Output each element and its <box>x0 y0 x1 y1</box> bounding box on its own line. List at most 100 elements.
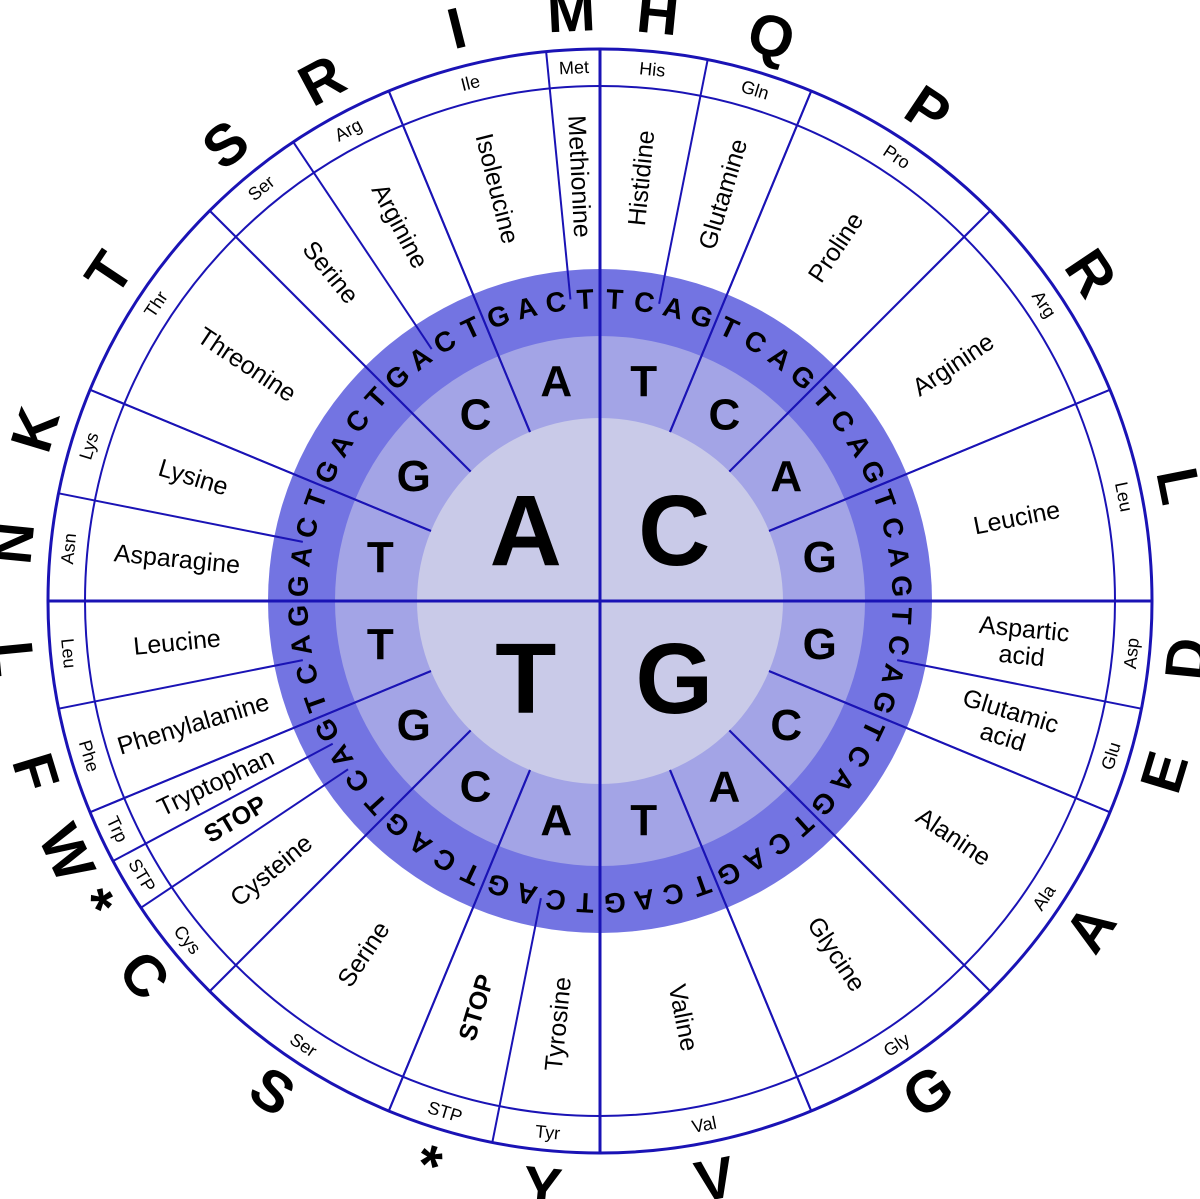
amino-acid-name-line: Leucine <box>971 496 1062 541</box>
second-base: G <box>397 701 431 750</box>
ring-dividers <box>48 49 1152 1153</box>
amino-acid-divider <box>112 742 334 862</box>
amino-acid-letter: Y <box>520 1154 565 1199</box>
second-base: A <box>770 452 802 501</box>
amino-acid-divider <box>292 141 433 350</box>
amino-acid-abbr: Ser <box>286 1029 320 1061</box>
second-base: A <box>709 763 741 812</box>
second-base: G <box>397 452 431 501</box>
amino-acid-divider <box>89 701 356 814</box>
amino-acid-name: Leucine <box>971 496 1062 541</box>
first-base-t: T <box>495 623 556 735</box>
amino-acid-name-line: Isoleucine <box>470 131 524 247</box>
amino-acid-letter: E <box>1128 744 1200 800</box>
amino-acid-name-line: Arginine <box>907 328 999 402</box>
amino-acid-abbr: Glu <box>1097 740 1124 773</box>
amino-acid-name-line: Lysine <box>155 454 231 502</box>
amino-acid-name: Methionine <box>562 115 596 239</box>
amino-acid-letter: V <box>690 1144 741 1199</box>
second-base: T <box>367 620 394 669</box>
third-base: G <box>603 887 626 919</box>
amino-acid-divider <box>491 897 542 1143</box>
amino-acid-divider <box>387 845 500 1112</box>
amino-acid-abbr: His <box>638 58 666 80</box>
amino-acid-name-line: Leucine <box>132 624 222 660</box>
second-base: C <box>770 701 802 750</box>
amino-acid-divider <box>786 787 992 993</box>
amino-acid-name: Isoleucine <box>470 131 524 247</box>
amino-acid-name: Glutamine <box>693 136 753 253</box>
amino-acid-letter: R <box>288 42 356 119</box>
amino-acid-name-line: Arginine <box>366 179 434 273</box>
amino-acid-name-line: Glycine <box>801 912 871 997</box>
amino-acid-letter: L <box>1143 462 1200 509</box>
amino-acid-abbr: Gln <box>739 76 772 103</box>
amino-acid-divider <box>58 659 304 710</box>
amino-acid-letter: * <box>408 1131 449 1199</box>
amino-acid-abbr: Pro <box>879 141 913 173</box>
amino-acid-abbr: Ile <box>459 71 482 95</box>
second-base: C <box>709 390 741 439</box>
second-base: G <box>803 533 837 582</box>
amino-acid-divider <box>844 388 1111 501</box>
amino-acid-name-line: Serine <box>332 917 395 993</box>
second-base: C <box>460 763 492 812</box>
amino-acid-divider <box>700 90 813 357</box>
third-base: C <box>632 285 657 319</box>
amino-acid-letter: H <box>634 0 682 48</box>
third-base: T <box>576 283 595 315</box>
amino-acid-letter: T <box>73 240 147 306</box>
first-base-a: A <box>490 475 562 587</box>
amino-acid-abbr: Lys <box>75 430 102 462</box>
amino-acid-abbr: Trp <box>103 813 132 845</box>
second-base: T <box>630 796 657 845</box>
amino-acid-letter: F <box>0 746 72 799</box>
amino-acid-name: Glycine <box>801 912 871 997</box>
amino-acid-divider <box>387 90 500 357</box>
third-base: T <box>606 283 625 315</box>
amino-acid-name: Serine <box>297 236 364 310</box>
amino-acid-divider <box>89 388 356 501</box>
amino-acid-name: Arginine <box>366 179 434 273</box>
amino-acid-name: Threonine <box>192 322 301 408</box>
third-base: G <box>886 575 918 598</box>
amino-acid-name-line: Valine <box>663 982 704 1054</box>
amino-acid-abbr: Phe <box>75 738 103 774</box>
amino-acid-name: STOP <box>453 971 499 1044</box>
third-base: A <box>284 544 318 569</box>
amino-acid-divider <box>700 845 813 1112</box>
amino-acid-letter: L <box>0 638 47 680</box>
amino-acid-abbr: Arg <box>331 115 365 146</box>
amino-acid-name: Valine <box>663 982 704 1054</box>
amino-acid-name-line: Tyrosine <box>540 976 577 1073</box>
amino-acid-abbr: Arg <box>1028 287 1060 321</box>
third-base: T <box>576 887 595 919</box>
third-base: C <box>882 633 916 658</box>
amino-acid-abbr: Met <box>558 57 589 78</box>
amino-acid-name-line: Proline <box>803 207 870 287</box>
third-base: G <box>282 604 314 627</box>
amino-acid-name: Alanine <box>911 802 996 872</box>
amino-acid-name-line: Asparagine <box>113 539 242 579</box>
amino-acid-name-line: Serine <box>297 236 364 310</box>
amino-acid-letter: R <box>1052 238 1129 309</box>
amino-acid-letter: M <box>545 0 596 45</box>
amino-acid-letter: S <box>190 108 261 183</box>
amino-acid-abbr: Ala <box>1028 880 1060 914</box>
amino-acid-abbr: Tyr <box>534 1121 561 1143</box>
amino-acid-letter: I <box>441 0 472 62</box>
amino-acid-name: Histidine <box>623 129 660 227</box>
third-base: A <box>882 544 916 569</box>
amino-acid-name: Lysine <box>155 454 231 502</box>
amino-acid-letter: * <box>60 878 128 931</box>
third-base: G <box>282 575 314 598</box>
third-base: A <box>284 633 318 658</box>
amino-acid-abbr: Val <box>690 1113 718 1137</box>
second-base: T <box>630 357 657 406</box>
amino-acid-name: Asparagine <box>113 539 242 579</box>
second-base: T <box>367 533 394 582</box>
amino-acid-name-line: Histidine <box>623 129 660 227</box>
third-base: T <box>886 607 918 626</box>
